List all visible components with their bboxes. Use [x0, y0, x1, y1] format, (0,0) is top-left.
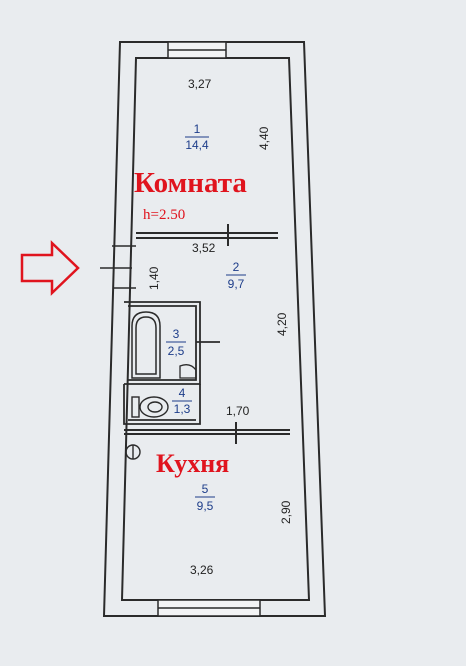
room-number: 5	[202, 482, 209, 496]
room-area: 9,5	[197, 499, 214, 513]
room-4-label: 4 1,3	[172, 386, 192, 416]
wc-walls	[123, 384, 201, 425]
toilet-icon	[131, 396, 169, 418]
room-2-label: 2 9,7	[226, 260, 246, 291]
room-3-label: 3 2,5	[166, 327, 186, 358]
bottom-window	[157, 599, 261, 617]
bathroom-walls	[124, 301, 220, 385]
dim-entry-width: 1,40	[147, 266, 161, 290]
entrance-door	[100, 245, 136, 289]
room-number: 4	[179, 386, 186, 400]
dim-corridor-length: 4,20	[275, 312, 289, 336]
kitchen-partition	[124, 422, 290, 444]
room-number: 1	[194, 122, 201, 136]
dim-bottom-width: 3,26	[190, 563, 214, 577]
dim-kitchen-length: 2,90	[279, 500, 293, 524]
top-window	[167, 41, 227, 59]
dim-corridor-width: 3,52	[192, 241, 216, 255]
room-number: 2	[233, 260, 240, 274]
kitchen-label: Кухня	[156, 449, 229, 478]
arrow-right-icon	[20, 240, 80, 296]
stove-icon	[125, 444, 141, 460]
room-area: 9,7	[228, 277, 245, 291]
sink-icon	[179, 364, 197, 379]
ceiling-height: h=2.50	[143, 207, 185, 223]
room-number: 3	[173, 327, 180, 341]
room-area: 2,5	[168, 344, 185, 358]
room-label: Комната	[134, 167, 247, 199]
dim-kitchen-partition: 1,70	[226, 404, 250, 418]
outer-walls	[102, 41, 327, 617]
room1-partition	[136, 224, 278, 246]
bathtub-icon	[131, 311, 161, 379]
room-1-label: 1 14,4	[185, 122, 209, 152]
room-area: 14,4	[185, 138, 209, 152]
dim-top-width: 3,27	[188, 77, 212, 91]
room-5-label: 5 9,5	[195, 482, 215, 513]
dim-room1-length: 4,40	[257, 126, 271, 150]
room-area: 1,3	[174, 402, 191, 416]
